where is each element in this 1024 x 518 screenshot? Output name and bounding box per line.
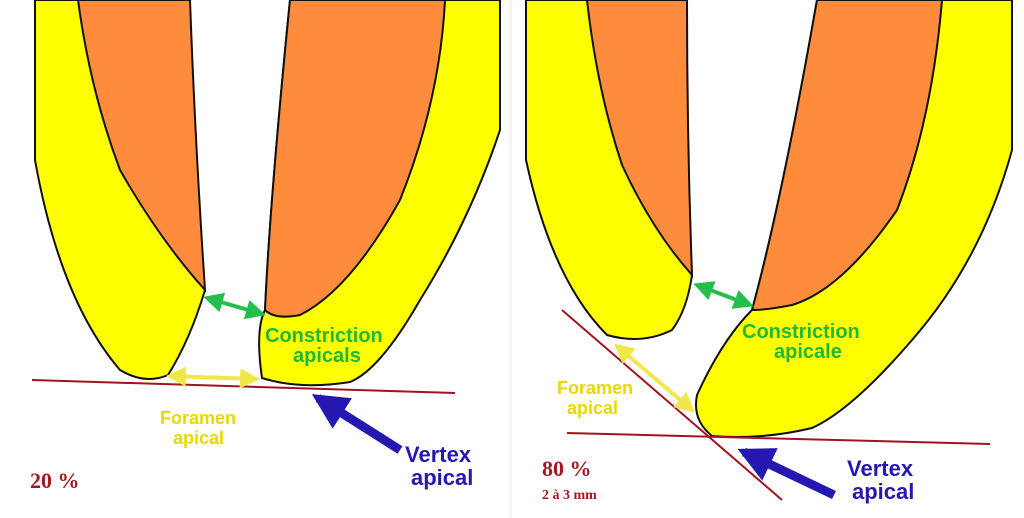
constriction-arrow: [693, 281, 754, 309]
vertex-label-line1: Vertex: [847, 456, 914, 481]
foramen-label-line1: Foramen: [557, 378, 633, 398]
foramen-arrow: [613, 343, 696, 413]
left-root-pulp: [585, 0, 694, 278]
vertex-arrow: [311, 394, 403, 454]
diagram-panel-right: Constriction apicale Foramen apical Vert…: [512, 0, 1024, 518]
distance-label: 2 à 3 mm: [542, 488, 597, 503]
constriction-label-line1: Constriction: [742, 321, 860, 343]
percent-label: 20 %: [30, 468, 80, 493]
vertex-arrow: [737, 447, 836, 500]
constriction-label-line2: apicals: [293, 345, 361, 367]
diagram-panel-left: Constriction apicals Foramen apical Vert…: [30, 0, 501, 493]
left-root-pulp: [76, 0, 207, 293]
right-diagram-svg: Constriction apicale Foramen apical Vert…: [525, 0, 1013, 504]
vertex-label-line2: apical: [411, 465, 473, 490]
vertex-label-line2: apical: [852, 479, 914, 504]
right-root-pulp: [750, 0, 944, 312]
foramen-label-line1: Foramen: [160, 408, 236, 428]
percent-label: 80 %: [542, 456, 592, 481]
constriction-arrow: [203, 292, 266, 320]
foramen-arrow: [166, 366, 260, 389]
foramen-label-line2: apical: [173, 428, 224, 448]
vertex-label-line1: Vertex: [405, 442, 472, 467]
tangent-line: [31, 379, 456, 394]
tangent-line: [566, 432, 991, 445]
right-root-pulp: [263, 0, 447, 318]
constriction-label-line1: Constriction: [265, 325, 383, 347]
foramen-label-line2: apical: [567, 398, 618, 418]
left-diagram-svg: Constriction apicals Foramen apical Vert…: [30, 0, 501, 493]
panel-divider: [509, 0, 514, 518]
constriction-label-line2: apicale: [774, 341, 842, 363]
